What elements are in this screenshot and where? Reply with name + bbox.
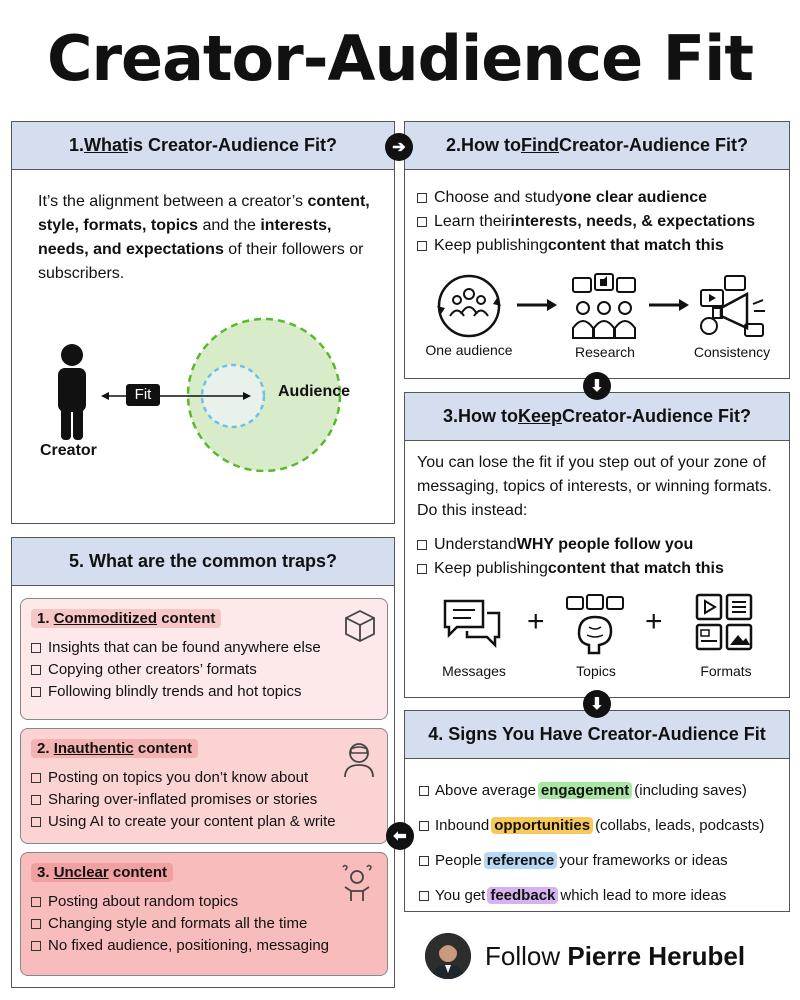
creator-audience-diagram [58,317,342,472]
section-2-checklist: Choose and study one clear audience Lear… [417,186,755,258]
checkbox-icon [417,241,427,251]
highlight-engagement: engagement [537,782,633,799]
icon-caption: Topics [576,663,616,679]
section-2-header: 2.How to Find Creator-Audience Fit? [405,122,789,170]
list-item: Changing style and formats all the time [31,913,329,935]
checkbox-icon [31,773,41,783]
section-3-header: 3.How to Keep Creator-Audience Fit? [405,393,789,441]
confused-person-icon [342,864,372,901]
list-item: Following blindly trends and hot topics [31,681,321,703]
checkbox-icon [31,643,41,653]
section-4-header: 4. Signs You Have Creator-Audience Fit [405,711,789,759]
research-icon [572,273,636,339]
section-1-description: It’s the alignment between a creator’s c… [38,193,370,282]
megaphone-icon [700,275,765,337]
creator-icon [58,344,86,440]
checkbox-icon [419,855,429,866]
list-item: Posting on topics you don’t know about [31,767,336,789]
signs-list: Above average engagement (including save… [419,773,764,913]
icon-caption: Messages [442,663,506,679]
checkbox-icon [31,817,41,827]
checkbox-icon [31,665,41,675]
messages-icon [443,599,501,649]
section-signs: 4. Signs You Have Creator-Audience Fit A… [404,710,790,912]
highlight-feedback: feedback [487,887,559,904]
checkbox-icon [417,217,427,227]
checkbox-icon [419,890,429,901]
list-item: Copying other creators’ formats [31,659,321,681]
list-item: Sharing over-inflated promises or storie… [31,789,336,811]
checkbox-icon [417,564,427,574]
checkbox-icon [31,897,41,907]
checkbox-icon [31,919,41,929]
group-cycle-icon [437,274,501,338]
box-icon [345,609,375,643]
arrow-right-icon [649,299,689,311]
trap-title: 2. Inauthentic content [31,739,199,758]
fit-label: Fit [134,386,152,403]
icon-caption: One audience [425,342,513,358]
list-item: Learn their interests, needs, & expectat… [417,210,755,234]
section-how-to-find: 2.How to Find Creator-Audience Fit? Choo… [404,121,790,379]
trap-list: Insights that can be found anywhere else… [31,637,321,703]
trap-card-commoditized: 1. Commoditized content Insights that ca… [20,598,388,720]
checkbox-icon [419,820,429,831]
trap-title: 1. Commoditized content [31,609,222,628]
section-how-to-keep: 3.How to Keep Creator-Audience Fit? You … [404,392,790,698]
section-traps: 5. What are the common traps? 1. Commodi… [11,537,395,988]
section-what-is: 1.What is Creator-Audience Fit? It’s the… [11,121,395,524]
icon-caption: Research [575,344,635,360]
audience-label: Audience [278,383,351,400]
page-title: Creator-Audience Fit [46,22,754,95]
icon-caption: Formats [700,663,752,679]
list-item: No fixed audience, positioning, messagin… [31,935,329,957]
list-item: Above average engagement (including save… [419,773,764,808]
plus-sign: + [645,605,663,638]
list-item: People reference your frameworks or idea… [419,843,764,878]
list-item: You get feedback which lead to more idea… [419,878,764,913]
arrow-right-icon [517,299,557,311]
trap-card-unclear: 3. Unclear content Posting about random … [20,852,388,976]
checkbox-icon [31,687,41,697]
list-item: Insights that can be found anywhere else [31,637,321,659]
section-1-header: 1.What is Creator-Audience Fit? [12,122,394,170]
trap-card-inauthentic: 2. Inauthentic content Posting on topics… [20,728,388,844]
section-3-description: You can lose the fit if you step out of … [417,454,772,519]
checkbox-icon [417,193,427,203]
masked-person-icon [344,743,374,778]
list-item: Understand WHY people follow you [417,533,724,557]
checkbox-icon [31,941,41,951]
list-item: Keep publishing content that match this [417,557,724,581]
follow-cta[interactable]: Follow Pierre Herubel [425,930,785,982]
list-item: Choose and study one clear audience [417,186,755,210]
checkbox-icon [417,540,427,550]
highlight-opportunities: opportunities [491,817,594,834]
trap-list: Posting about random topics Changing sty… [31,891,329,957]
creator-label: Creator [40,442,97,459]
trap-list: Posting on topics you don’t know about S… [31,767,336,833]
checkbox-icon [419,785,429,796]
trap-title: 3. Unclear content [31,863,174,882]
list-item: Using AI to create your content plan & w… [31,811,336,833]
follow-text: Follow Pierre Herubel [485,940,746,971]
icon-caption: Consistency [693,344,771,360]
section-5-header: 5. What are the common traps? [12,538,394,586]
arrow-down-connector: ⬇ [583,372,611,400]
arrow-right-connector: ➔ [385,133,413,161]
avatar [425,933,471,979]
plus-sign: + [527,605,545,638]
highlight-reference: reference [483,852,558,869]
formats-icon [695,593,753,651]
list-item: Posting about random topics [31,891,329,913]
topics-icon [566,594,624,655]
arrow-left-connector: ⬅ [386,822,414,850]
list-item: Keep publishing content that match this [417,234,755,258]
checkbox-icon [31,795,41,805]
section-3-checklist: Understand WHY people follow you Keep pu… [417,533,724,581]
list-item: Inbound opportunities (collabs, leads, p… [419,808,764,843]
arrow-down-connector: ⬇ [583,690,611,718]
